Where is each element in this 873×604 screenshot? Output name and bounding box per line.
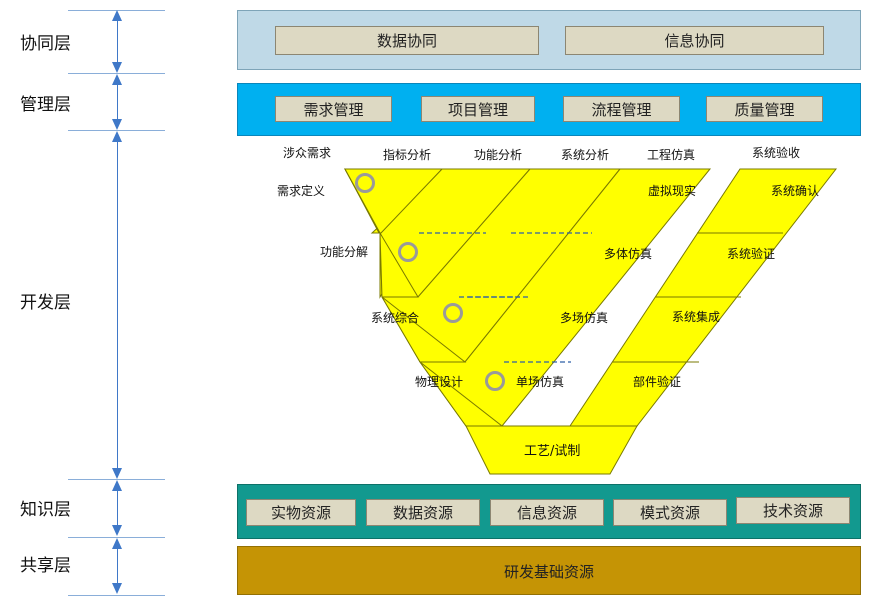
v-label-sys-confirm: 系统确认 <box>771 184 819 198</box>
divider-line <box>68 479 165 480</box>
refresh-icon <box>485 371 505 391</box>
layer-label-know: 知识层 <box>20 500 71 520</box>
arrow-up-icon <box>112 131 122 142</box>
divider-line <box>68 595 165 596</box>
mgmt-box[interactable]: 需求管理 <box>275 96 392 122</box>
know-box[interactable]: 数据资源 <box>366 499 480 526</box>
mgmt-box[interactable]: 流程管理 <box>563 96 680 122</box>
top-label: 系统分析 <box>561 148 609 162</box>
arrow-up-icon <box>112 538 122 549</box>
arrow-up-icon <box>112 10 122 21</box>
collab-box[interactable]: 数据协同 <box>275 26 539 55</box>
share-layer-panel: 研发基础资源 <box>237 546 861 595</box>
collab-box[interactable]: 信息协同 <box>565 26 824 55</box>
collab-layer-panel: 数据协同 信息协同 <box>237 10 861 70</box>
know-box[interactable]: 技术资源 <box>736 497 850 524</box>
v-label-multibody-sim: 多体仿真 <box>604 247 652 261</box>
refresh-icon <box>355 173 375 193</box>
top-label: 系统验收 <box>752 145 800 160</box>
know-box[interactable]: 模式资源 <box>613 499 727 526</box>
axis-line <box>117 490 118 526</box>
v-label-part-verify: 部件验证 <box>633 374 681 389</box>
top-label: 工程仿真 <box>647 147 695 162</box>
v-label-req-define: 需求定义 <box>277 183 325 198</box>
arrow-up-icon <box>112 74 122 85</box>
arrow-up-icon <box>112 480 122 491</box>
v-label-sys-integrate: 系统集成 <box>672 309 720 324</box>
divider-line <box>68 73 165 74</box>
arrow-down-icon <box>112 468 122 479</box>
layer-label-collab: 协同层 <box>20 34 71 54</box>
arrow-down-icon <box>112 525 122 536</box>
v-bottom-trapezoid <box>465 425 638 475</box>
v-label-sys-synth: 系统综合 <box>371 310 419 325</box>
v-left-edge-2 <box>379 232 419 298</box>
v-label-single-sim: 单场仿真 <box>516 375 564 389</box>
v-left-edge-3 <box>381 296 467 363</box>
refresh-icon <box>443 303 463 323</box>
mgmt-layer-panel: 需求管理 项目管理 流程管理 质量管理 <box>237 83 861 136</box>
mgmt-box[interactable]: 质量管理 <box>706 96 823 122</box>
share-text: 研发基础资源 <box>503 563 594 581</box>
axis-line <box>117 84 118 120</box>
arrow-down-icon <box>112 119 122 130</box>
top-label: 涉众需求 <box>283 146 331 160</box>
axis-line <box>117 141 118 469</box>
arrow-down-icon <box>112 62 122 73</box>
know-box[interactable]: 实物资源 <box>246 499 356 526</box>
arrow-down-icon <box>112 583 122 594</box>
divider-line <box>68 130 165 131</box>
layer-label-share: 共享层 <box>20 556 71 576</box>
v-label-func-decomp: 功能分解 <box>320 245 368 259</box>
v-label-phys-design: 物理设计 <box>415 375 463 389</box>
v-label-virtual-reality: 虚拟现实 <box>648 183 696 198</box>
v-left-edge-1 <box>344 168 444 234</box>
top-label: 指标分析 <box>383 147 431 162</box>
mgmt-box[interactable]: 项目管理 <box>421 96 535 122</box>
v-label-sys-verify: 系统验证 <box>727 246 775 261</box>
layer-label-mgmt: 管理层 <box>20 95 71 115</box>
v-label-multi-sim: 多场仿真 <box>560 311 608 325</box>
refresh-icon <box>398 242 418 262</box>
divider-line <box>68 537 165 538</box>
know-box[interactable]: 信息资源 <box>490 499 604 526</box>
know-layer-panel: 实物资源 数据资源 信息资源 模式资源 技术资源 <box>237 484 861 539</box>
v-label-process: 工艺/试制 <box>524 444 580 459</box>
axis-line <box>117 548 118 584</box>
layer-label-dev: 开发层 <box>20 293 71 313</box>
top-label: 功能分析 <box>474 148 522 162</box>
axis-line <box>117 20 118 63</box>
